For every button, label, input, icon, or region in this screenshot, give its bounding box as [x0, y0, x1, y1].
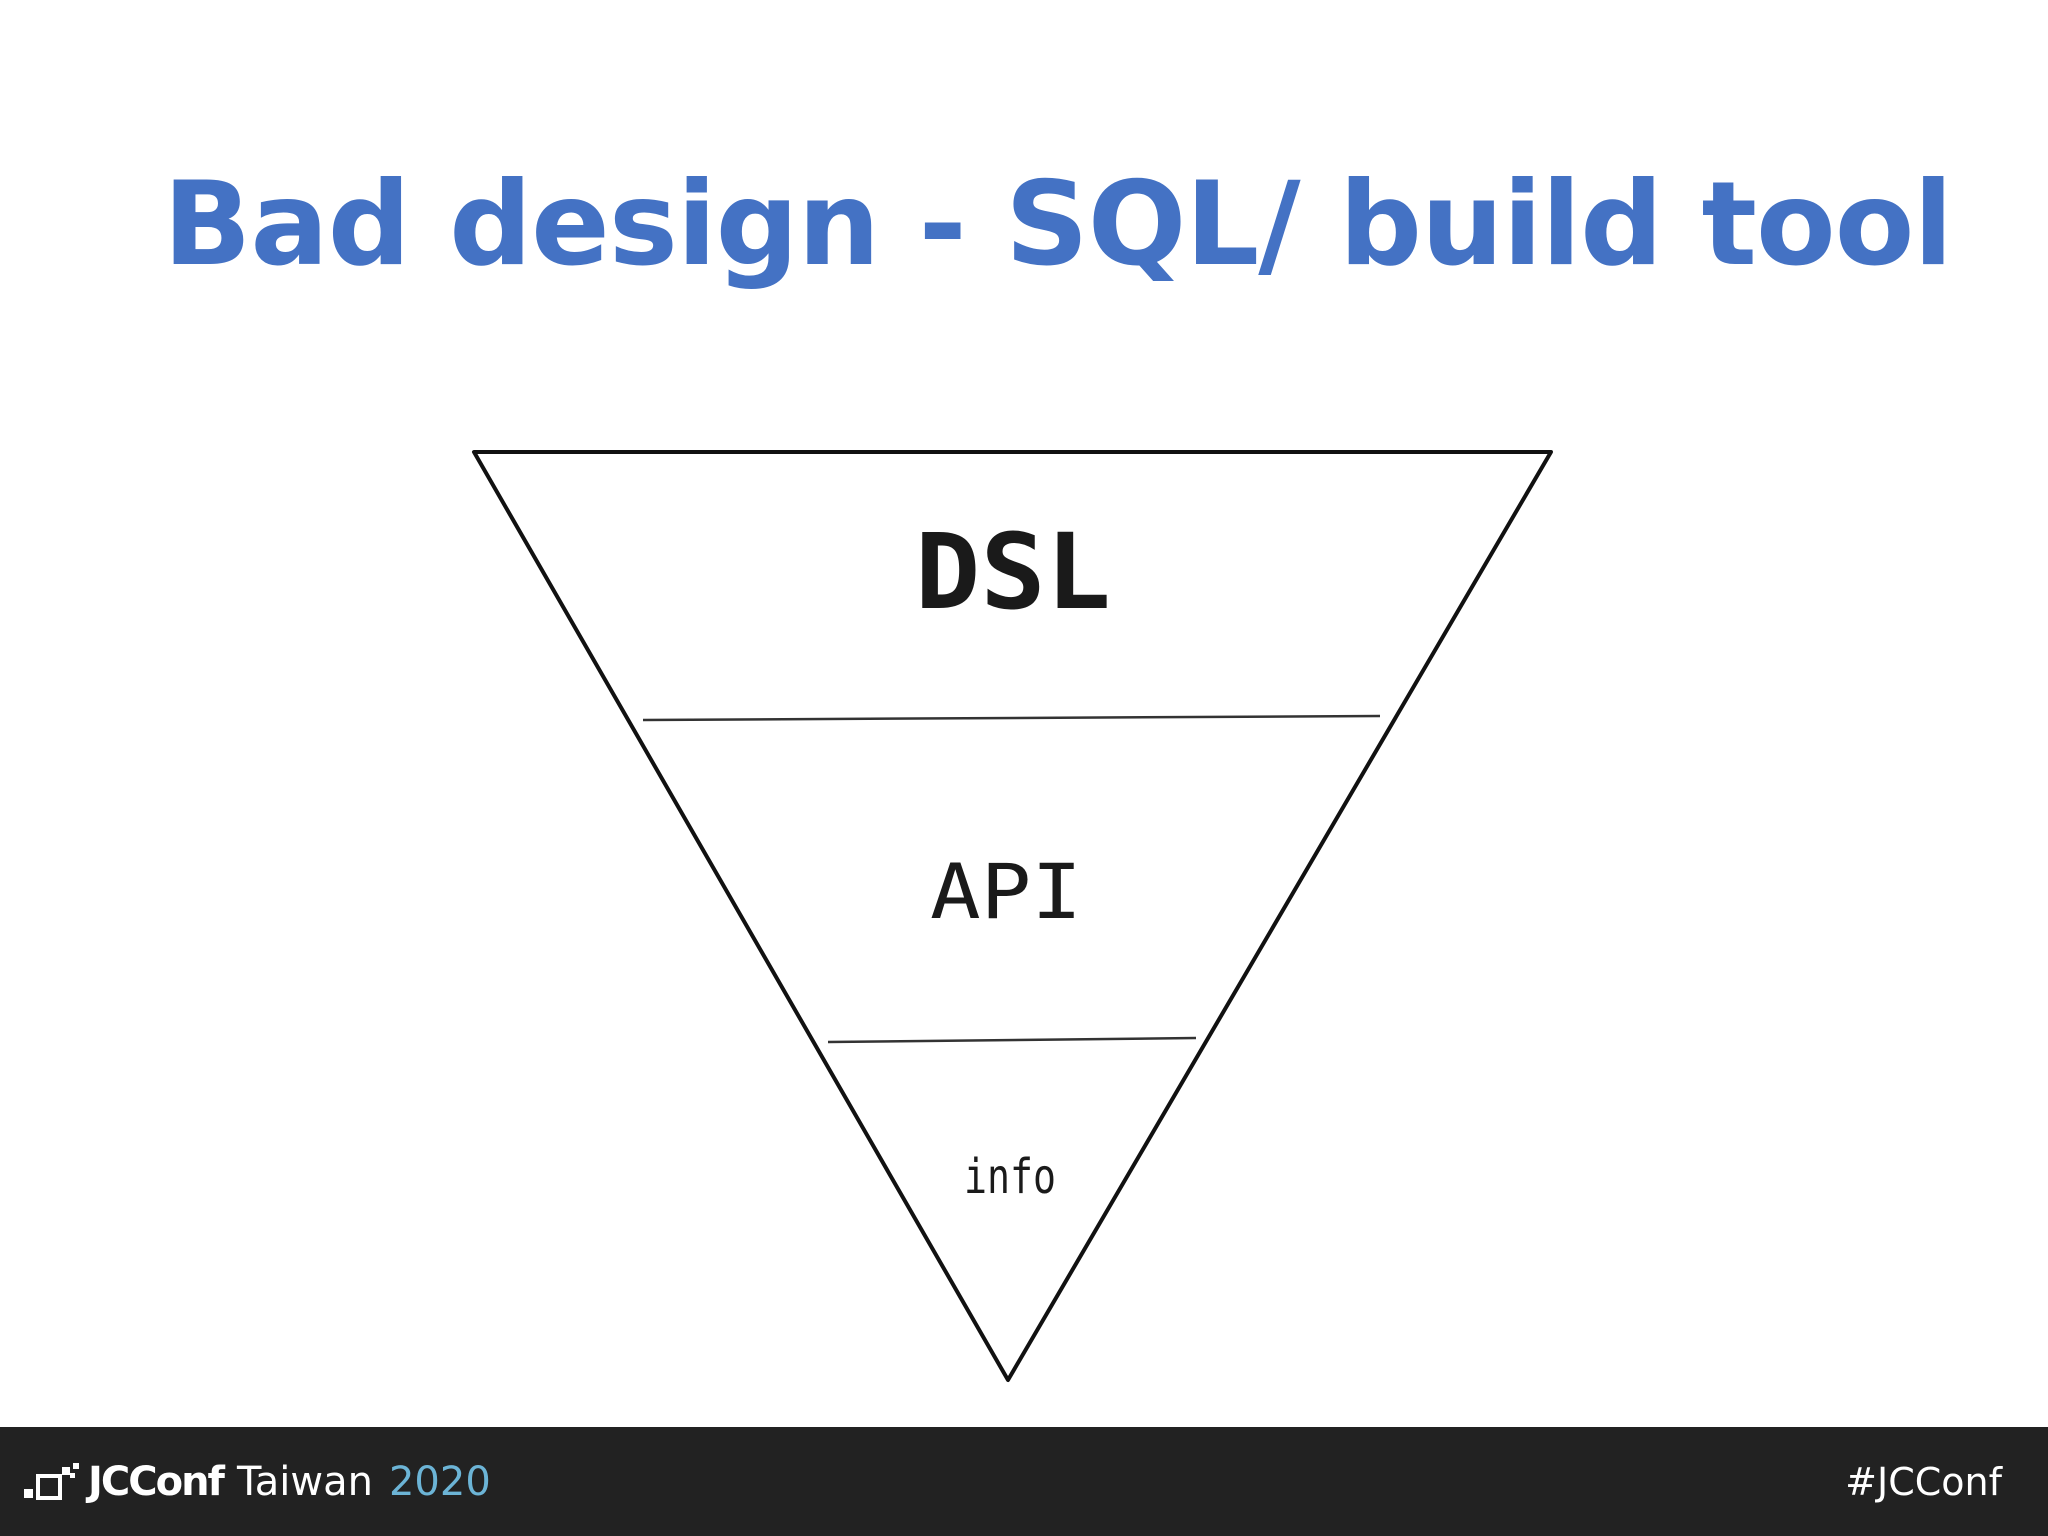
layer-label-dsl: DSL [915, 511, 1111, 633]
conference-brand: JCConf Taiwan 2020 [22, 1427, 491, 1536]
layer-divider-lower [827, 1036, 1197, 1044]
pyramid-outline [472, 450, 1553, 1382]
footer-bar: JCConf Taiwan 2020 #JCConf [0, 1427, 2048, 1536]
brand-region: Taiwan [236, 1458, 373, 1505]
brand-year: 2020 [388, 1458, 491, 1505]
slide-title: Bad design - SQL/ build tool [163, 157, 1953, 292]
brand-name: JCConf [88, 1458, 225, 1505]
layer-divider-upper [642, 714, 1381, 722]
squares-logo-icon [24, 1462, 79, 1500]
hashtag: #JCConf [1845, 1459, 2002, 1504]
layer-label-info: info [964, 1149, 1056, 1205]
layer-label-api: API [930, 847, 1082, 936]
